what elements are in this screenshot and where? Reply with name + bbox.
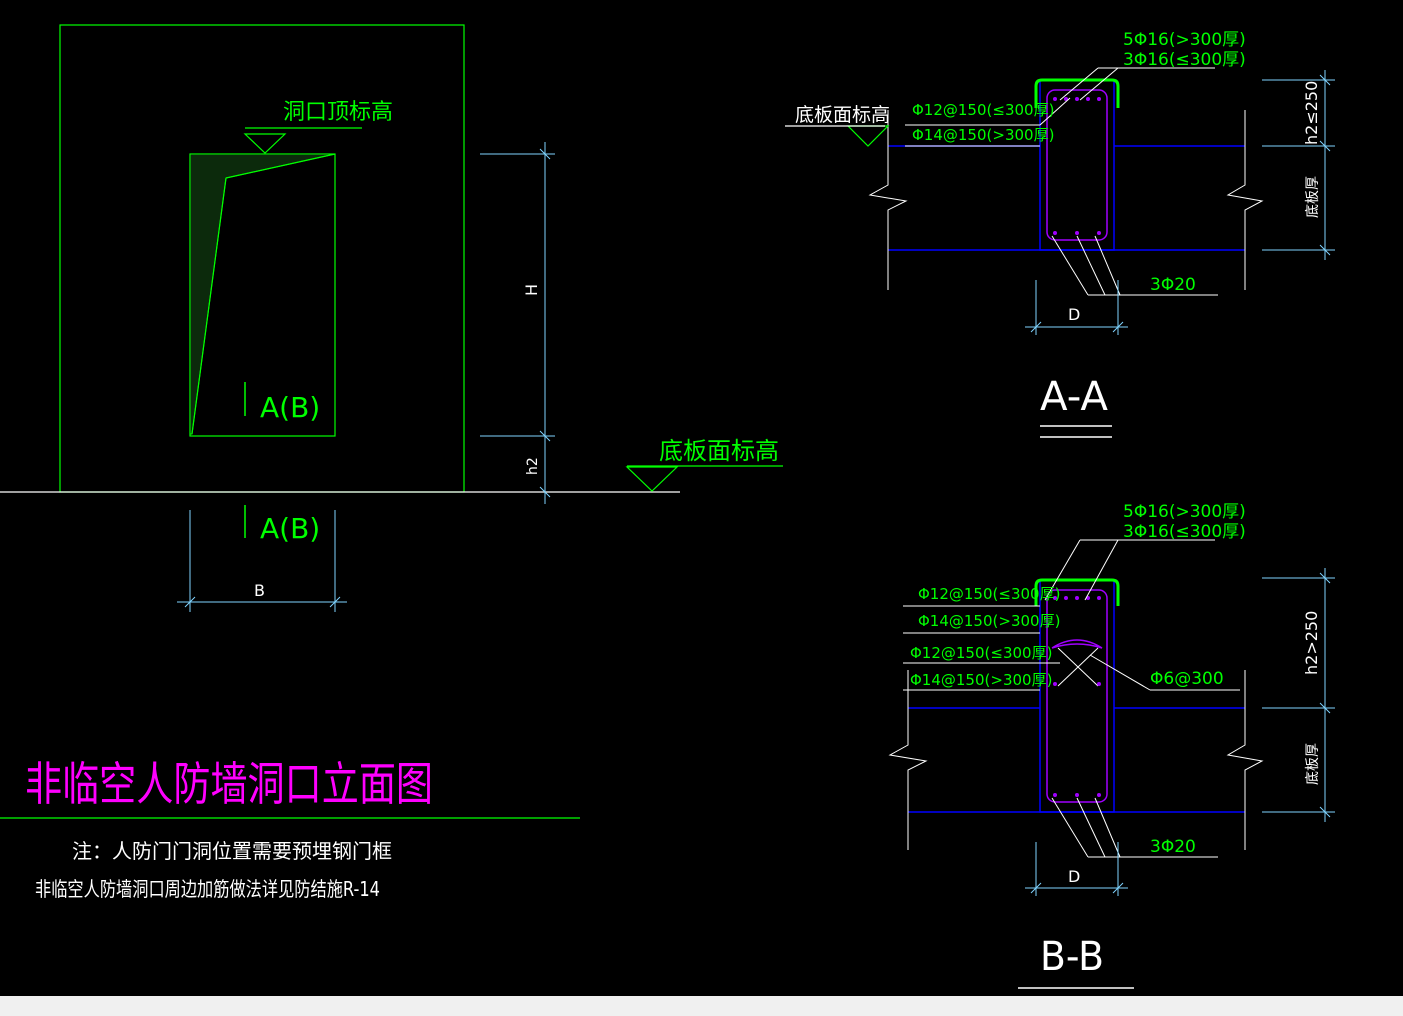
title-block: 非临空人防墙洞口立面图 注：人防门门洞位置需要预埋钢门框 非临空人防墙洞口周边加… (0, 757, 580, 901)
aa-rebar-top2: 3Φ16(≤300厚) (1123, 50, 1246, 70)
floor-level-mark: 底板面标高 (625, 437, 783, 492)
bb-tie-label: Φ6@300 (1150, 669, 1224, 689)
status-bar (0, 996, 1403, 1016)
bb-rebar-mid2: Φ14@150(>300厚) (918, 612, 1060, 630)
opening-top-label: 洞口顶标高 (283, 100, 393, 125)
aa-rebar-mid1: Φ12@150(≤300厚) (912, 101, 1054, 119)
horizontal-dimension (177, 510, 347, 612)
aa-dim-D: D (1068, 305, 1080, 324)
note-line-1: 注：人防门门洞位置需要预埋钢门框 (72, 839, 392, 863)
vertical-dimension (480, 142, 555, 504)
aa-rebar-top1: 5Φ16(>300厚) (1123, 30, 1246, 50)
dim-B: B (254, 581, 265, 600)
aa-rebar-bottom: 3Φ20 (1150, 275, 1196, 295)
aa-rebar-mid2: Φ14@150(>300厚) (912, 126, 1054, 144)
aa-dim-slab: 底板厚 (1305, 176, 1321, 218)
bb-rebar-mid1: Φ12@150(≤300厚) (918, 585, 1060, 603)
dim-H: H (522, 284, 541, 296)
section-aa: 5Φ16(>300厚) 3Φ16(≤300厚) Φ12@150(≤300厚) Φ… (785, 30, 1335, 438)
bb-dim-D: D (1068, 867, 1080, 886)
bb-rebar-top1: 5Φ16(>300厚) (1123, 502, 1246, 522)
elevation-view: 洞口顶标高 底板面标高 A(B) A(B) H h2 (0, 24, 783, 612)
note-line-2: 非临空人防墙洞口周边加筋做法详见防结施R-14 (35, 877, 380, 901)
aa-dim-h2: h2≤250 (1302, 81, 1321, 145)
bb-rebar-top2: 3Φ16(≤300厚) (1123, 522, 1246, 542)
bb-dim-slab: 底板厚 (1305, 743, 1321, 785)
dim-h2: h2 (525, 457, 541, 475)
bb-rebar-bottom: 3Φ20 (1150, 837, 1196, 857)
bb-rebar-mid3: Φ12@150(≤300厚) (910, 644, 1052, 662)
aa-floor-level-label: 底板面标高 (795, 104, 890, 126)
floor-level-label: 底板面标高 (659, 437, 779, 465)
bb-rebar-mid4: Φ14@150(>300厚) (910, 671, 1052, 689)
aa-section-title: A-A (1040, 374, 1109, 420)
bb-dim-h2: h2>250 (1302, 611, 1321, 675)
section-bb: 5Φ16(>300厚) 3Φ16(≤300厚) Φ12@150(≤300厚) Φ… (888, 502, 1335, 989)
main-title: 非临空人防墙洞口立面图 (25, 757, 433, 811)
section-mark-top: A(B) (260, 391, 320, 424)
opening-top-elevation-mark: 洞口顶标高 (243, 100, 393, 154)
bb-section-title: B-B (1040, 934, 1104, 980)
section-mark-bottom: A(B) (260, 512, 320, 545)
